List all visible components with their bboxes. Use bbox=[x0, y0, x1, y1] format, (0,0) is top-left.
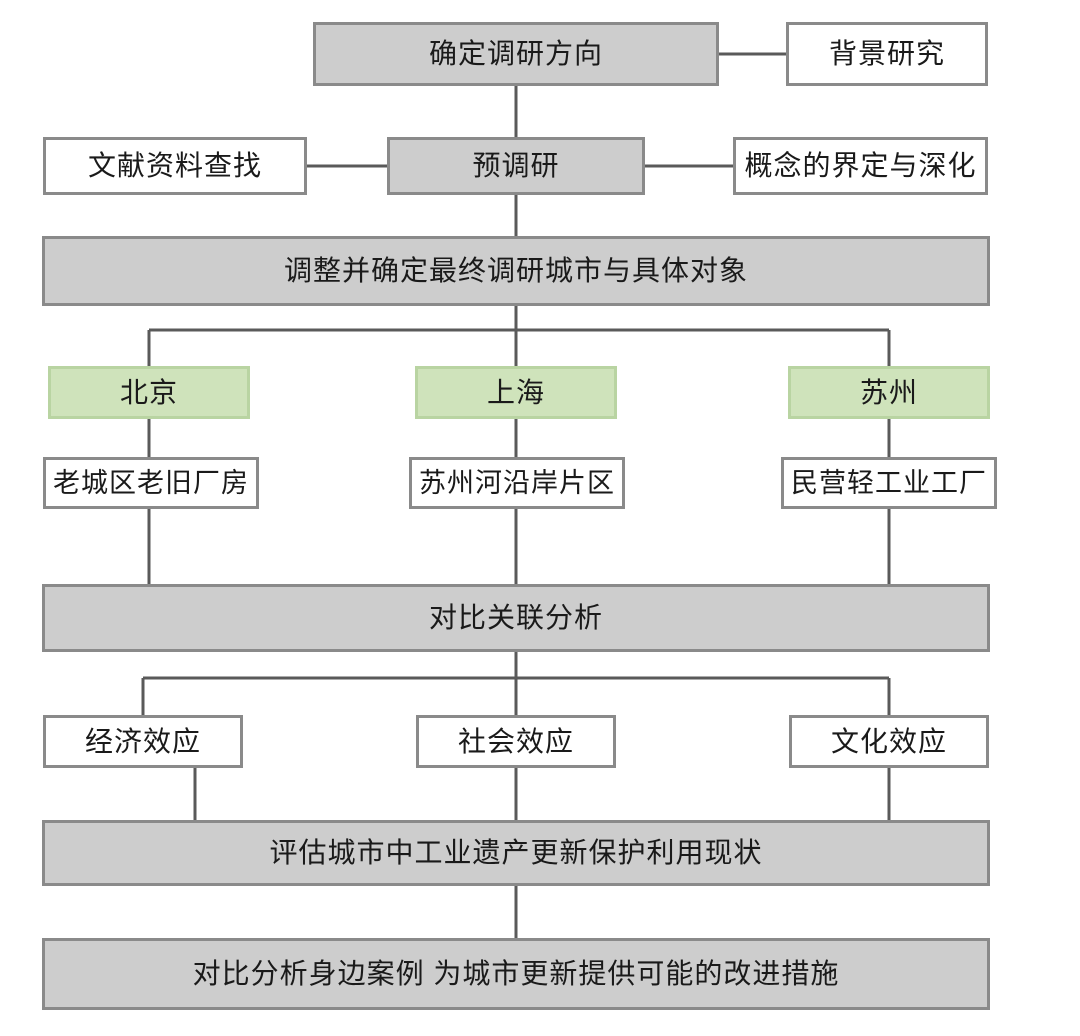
node-city-beijing[interactable]: 北京 bbox=[48, 366, 250, 419]
node-pre-research-label: 预调研 bbox=[472, 150, 560, 182]
node-site-beijing[interactable]: 老城区老旧厂房 bbox=[43, 457, 259, 509]
node-evaluate-status[interactable]: 评估城市中工业遗产更新保护利用现状 bbox=[42, 820, 990, 886]
node-effect-social[interactable]: 社会效应 bbox=[416, 715, 616, 768]
node-effect-economic[interactable]: 经济效应 bbox=[43, 715, 243, 768]
node-concept-definition-label: 概念的界定与深化 bbox=[744, 150, 977, 182]
node-literature-search[interactable]: 文献资料查找 bbox=[43, 137, 307, 195]
node-pre-research[interactable]: 预调研 bbox=[387, 137, 645, 195]
node-site-shanghai-label: 苏州河沿岸片区 bbox=[419, 467, 615, 498]
node-literature-search-label: 文献资料查找 bbox=[87, 150, 262, 182]
node-site-shanghai[interactable]: 苏州河沿岸片区 bbox=[409, 457, 625, 509]
node-city-shanghai-label: 上海 bbox=[486, 376, 545, 408]
node-finalize-cities[interactable]: 调整并确定最终调研城市与具体对象 bbox=[42, 236, 990, 306]
node-concept-definition[interactable]: 概念的界定与深化 bbox=[733, 137, 988, 195]
node-city-shanghai[interactable]: 上海 bbox=[415, 366, 617, 419]
node-site-beijing-label: 老城区老旧厂房 bbox=[53, 467, 249, 498]
node-effect-cultural-label: 文化效应 bbox=[830, 725, 947, 757]
node-site-suzhou[interactable]: 民营轻工业工厂 bbox=[781, 457, 997, 509]
node-site-suzhou-label: 民营轻工业工厂 bbox=[791, 467, 987, 498]
node-background-research-label: 背景研究 bbox=[828, 38, 945, 70]
node-effect-economic-label: 经济效应 bbox=[84, 725, 201, 757]
node-effect-cultural[interactable]: 文化效应 bbox=[789, 715, 989, 768]
node-comparative-analysis-label: 对比关联分析 bbox=[428, 602, 603, 634]
node-background-research[interactable]: 背景研究 bbox=[786, 22, 988, 86]
node-city-suzhou[interactable]: 苏州 bbox=[788, 366, 990, 419]
node-effect-social-label: 社会效应 bbox=[457, 725, 574, 757]
node-determine-direction-label: 确定调研方向 bbox=[428, 38, 603, 70]
node-evaluate-status-label: 评估城市中工业遗产更新保护利用现状 bbox=[269, 837, 763, 869]
node-conclusion-label: 对比分析身边案例 为城市更新提供可能的改进措施 bbox=[192, 958, 840, 990]
node-city-beijing-label: 北京 bbox=[119, 376, 178, 408]
node-determine-direction[interactable]: 确定调研方向 bbox=[313, 22, 719, 86]
node-finalize-cities-label: 调整并确定最终调研城市与具体对象 bbox=[283, 255, 748, 287]
node-city-suzhou-label: 苏州 bbox=[859, 376, 918, 408]
node-conclusion[interactable]: 对比分析身边案例 为城市更新提供可能的改进措施 bbox=[42, 938, 990, 1010]
node-comparative-analysis[interactable]: 对比关联分析 bbox=[42, 584, 990, 652]
